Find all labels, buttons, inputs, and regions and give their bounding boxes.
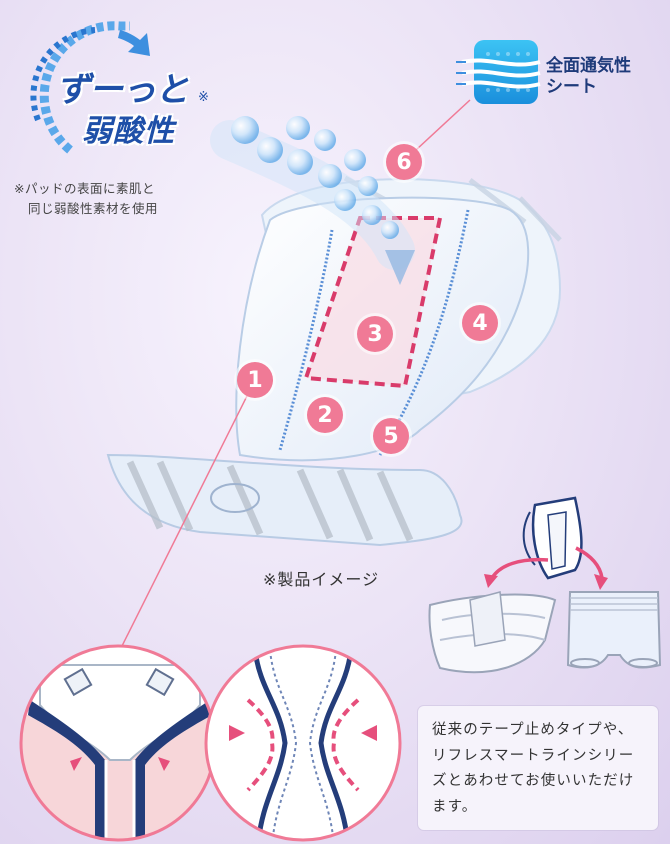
- compat-note-text: 従来のテープ止めタイプや、リフレスマートラインシリーズとあわせてお使いいただけま…: [432, 722, 635, 815]
- product-image-caption: ※製品イメージ: [263, 570, 380, 589]
- callout-badge-2: 2: [307, 397, 343, 433]
- logo-title-line1: ずーっと: [56, 70, 189, 110]
- compat-note-box: 従来のテープ止めタイプや、リフレスマートラインシリーズとあわせてお使いいただけま…: [418, 706, 658, 830]
- acidic-bubbles-icon: [210, 116, 415, 285]
- callout-badge-6: 6: [386, 144, 422, 180]
- footnote-line1: ※パッドの表面に素肌と: [14, 181, 155, 196]
- logo-swoosh-icon: [30, 21, 150, 154]
- logo-title-line2: 弱酸性: [82, 114, 175, 149]
- footnote-line2: 同じ弱酸性素材を使用: [28, 201, 159, 216]
- leak-guard-detail: [204, 644, 402, 842]
- sheet-badge-label-line1: 全面通気性: [546, 56, 631, 76]
- logo-note-mark: ※: [198, 90, 209, 105]
- callout-badge-1: 1: [237, 362, 273, 398]
- sheet-badge-label: 全面通気性 シート: [546, 56, 631, 98]
- waist-gathers-detail: [19, 644, 217, 842]
- pants-icon: [566, 591, 662, 669]
- breathable-sheet-icon: [456, 40, 541, 104]
- compat-arrows: [484, 546, 608, 590]
- callout-badge-5: 5: [373, 418, 409, 454]
- tape-diaper-icon: [428, 591, 557, 674]
- pad-icon: [522, 496, 583, 580]
- pad-front-flap: [106, 453, 463, 547]
- callout-badge-4: 4: [462, 305, 498, 341]
- sheet-badge-label-line2: シート: [546, 77, 597, 97]
- callout-badge-3: 3: [357, 316, 393, 352]
